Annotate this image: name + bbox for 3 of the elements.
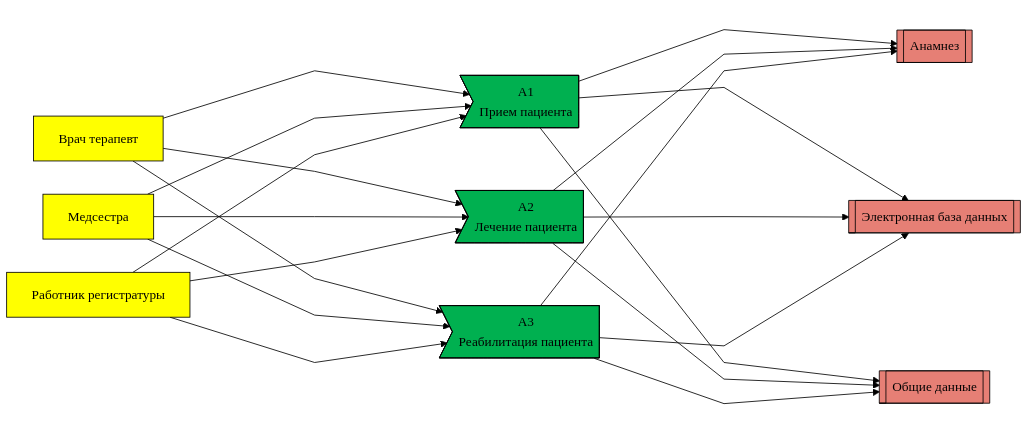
node-box: Работник регистратуры — [6, 271, 191, 318]
node-box: Врач терапевт — [33, 115, 164, 162]
node-box: Медсестра — [42, 193, 155, 240]
